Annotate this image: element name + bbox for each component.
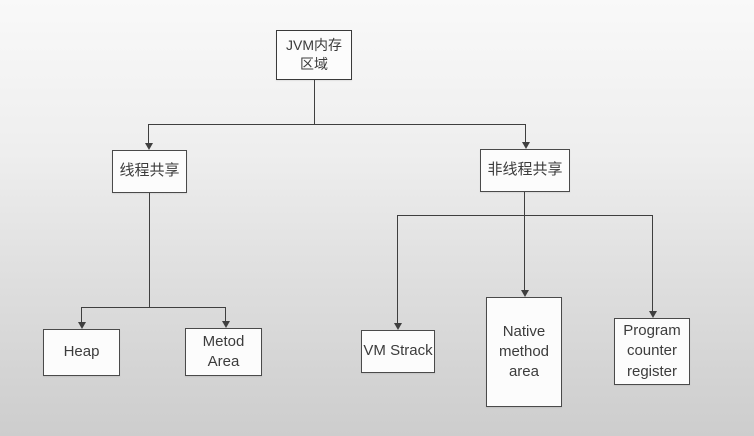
connector-to-native-method-area [524,215,525,290]
node-program-counter-register: Program counter register [614,318,690,385]
connector-to-vm-stack [397,215,398,323]
node-heap: Heap [43,329,120,376]
arrowhead-native-method-area [521,290,529,297]
connector-root-stem [314,80,315,124]
connector-thread-shared-stem [149,193,150,307]
arrowhead-program-counter [649,311,657,318]
arrowhead-thread-shared [145,143,153,150]
arrowhead-non-thread-shared [522,142,530,149]
node-jvm-memory-area: JVM内存 区域 [276,30,352,80]
connector-non-thread-shared-stem [524,192,525,215]
connector-to-program-counter [652,215,653,311]
connector-to-non-thread-shared [525,124,526,142]
node-vm-stack: VM Strack [361,330,435,373]
connector-left-crossbar [81,307,225,308]
connector-to-method-area [225,307,226,321]
connector-to-heap [81,307,82,322]
node-method-area: Metod Area [185,328,262,376]
arrowhead-heap [78,322,86,329]
connector-to-thread-shared [148,124,149,143]
node-native-method-area: Native method area [486,297,562,407]
connector-right-crossbar [397,215,653,216]
node-thread-shared: 线程共享 [112,150,187,193]
connector-level1-crossbar [148,124,526,125]
arrowhead-vm-stack [394,323,402,330]
arrowhead-method-area [222,321,230,328]
node-non-thread-shared: 非线程共享 [480,149,570,192]
